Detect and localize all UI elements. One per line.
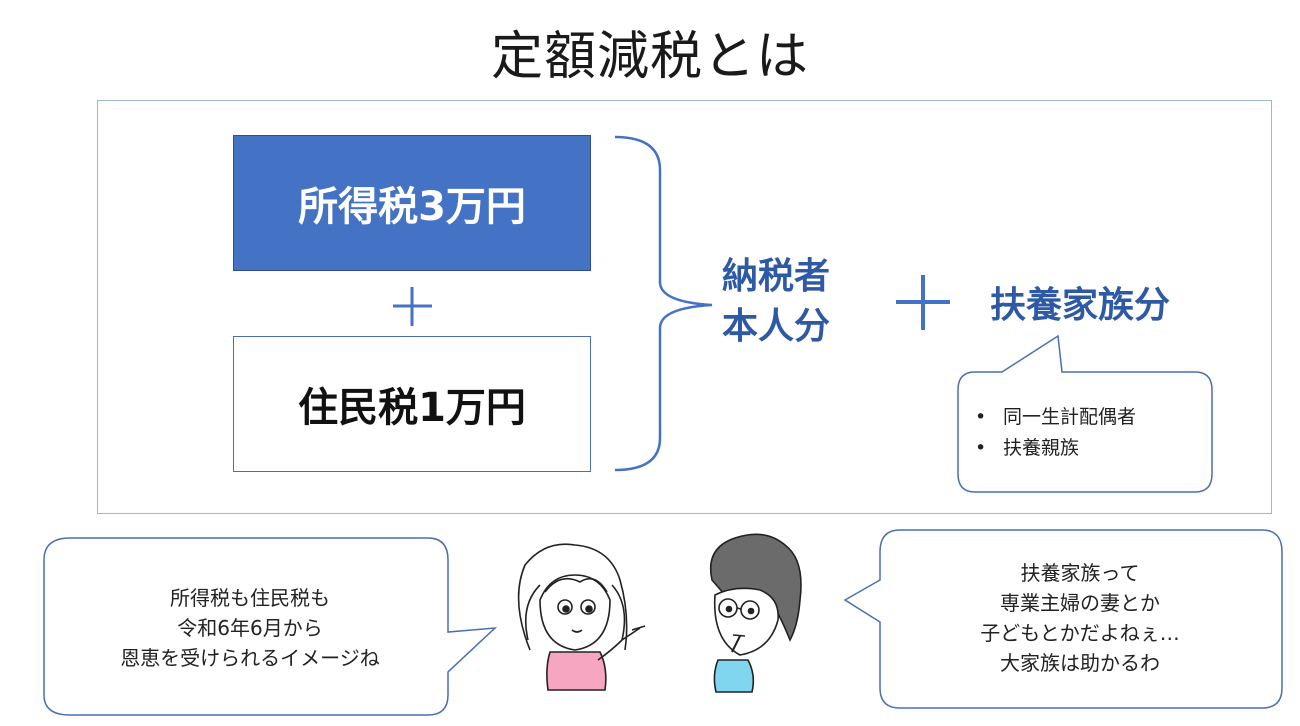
speech-text-left: 所得税も住民税も 令和6年6月から 恩恵を受けられるイメージね [55,583,445,673]
plus-icon [896,275,950,330]
speech-left-line1: 所得税も住民税も [170,586,330,610]
speech-left-line2: 令和6年6月から [177,616,323,640]
taxpayer-label: 納税者 本人分 [722,252,830,352]
speech-bubble-left [43,537,498,716]
speech-right-line1: 扶養家族って [1020,561,1140,585]
diagram-frame [97,100,1272,514]
speech-bubble-right [843,529,1283,709]
speech-right-line3: 子どもとかだよねぇ… [980,621,1180,645]
brace-icon [614,135,713,472]
taxpayer-label-line1: 納税者 [722,256,831,297]
list-item: 扶養親族 [975,433,1136,464]
speech-right-line4: 大家族は助かるわ [1000,651,1160,675]
page-title: 定額減税とは [490,27,809,87]
speech-left-line3: 恩恵を受けられるイメージね [120,646,380,670]
speech-text-right: 扶養家族って 専業主婦の妻とか 子どもとかだよねぇ… 大家族は助かるわ [900,558,1260,678]
dependents-label: 扶養家族分 [990,285,1171,326]
resident-tax-box: 住民税1万円 [233,336,591,472]
taxpayer-label-line2: 本人分 [722,306,831,347]
man-thinking-illustration [710,533,802,693]
speech-right-line2: 専業主婦の妻とか [1000,591,1160,615]
income-tax-box: 所得税3万円 [233,135,591,271]
woman-pointing-illustration [517,543,646,691]
plus-icon [393,287,432,326]
dependents-notes-list: 同一生計配偶者 扶養親族 [975,402,1136,464]
list-item: 同一生計配偶者 [975,402,1136,433]
